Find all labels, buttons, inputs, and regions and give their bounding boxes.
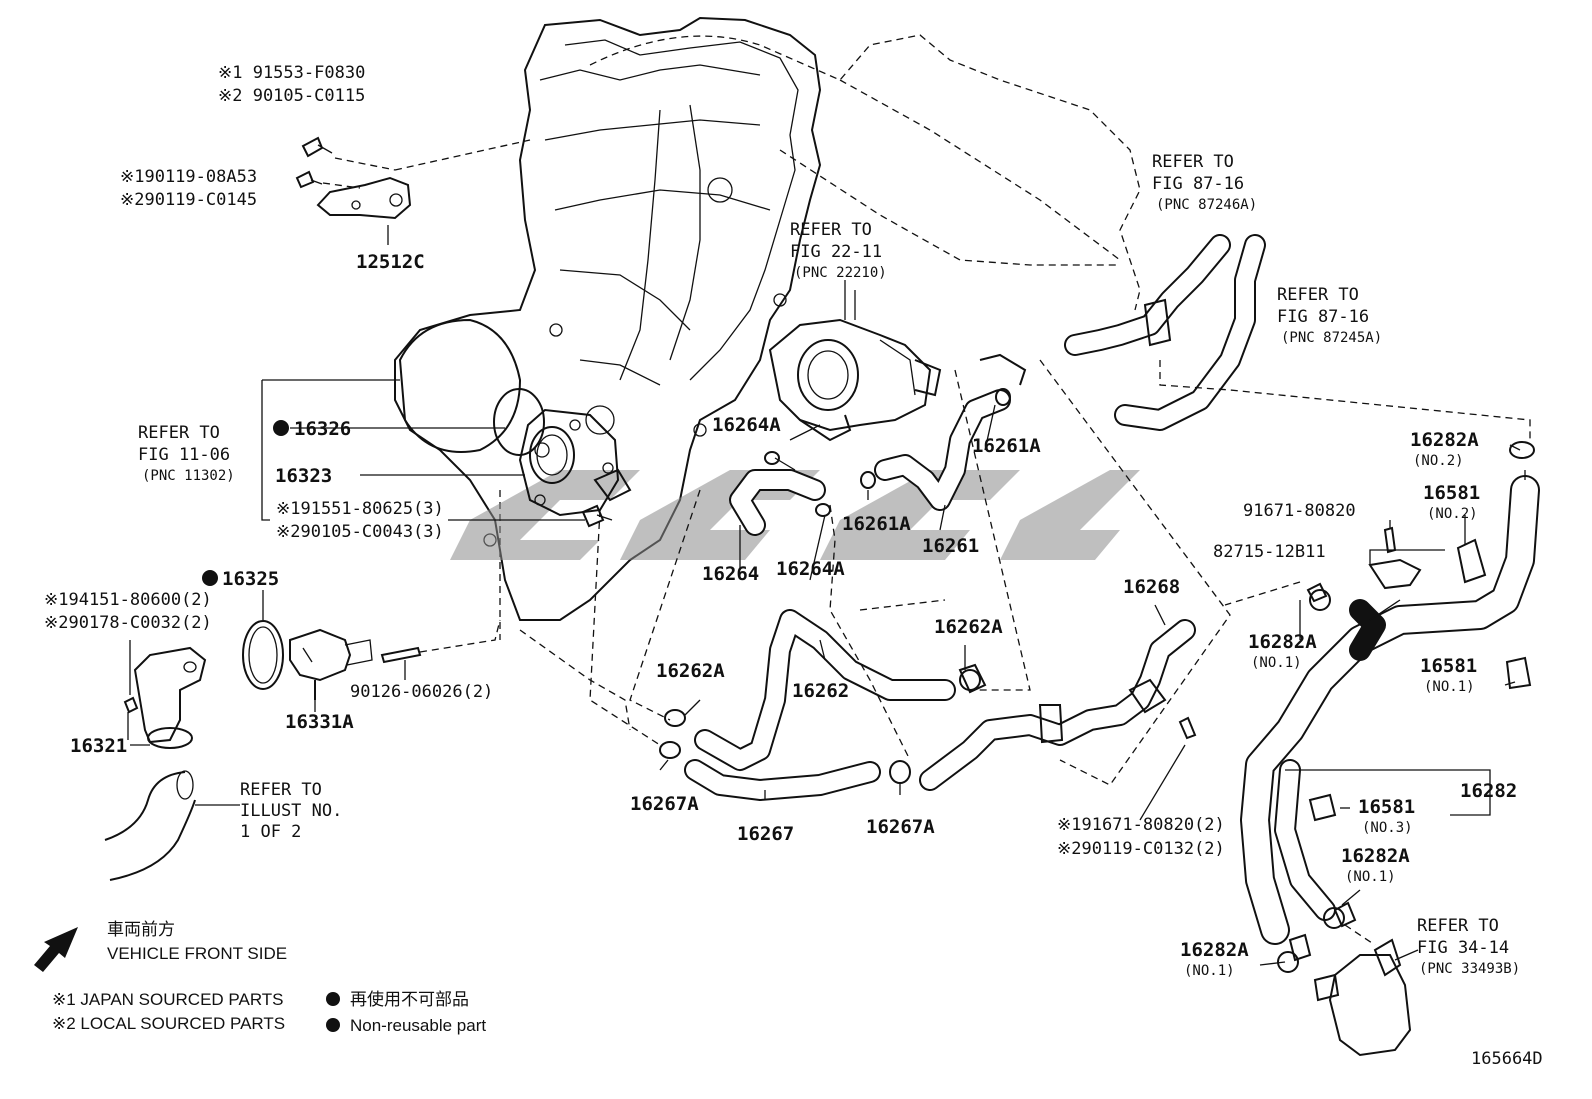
label-16581-no3: 16581 bbox=[1358, 796, 1415, 818]
label-ref-8716a-line2: FIG 87-16 bbox=[1152, 174, 1244, 194]
label-ref-3414-line3: (PNC 33493B) bbox=[1419, 961, 1520, 977]
label-16325: 16325 bbox=[222, 568, 279, 590]
timing-cover-outline bbox=[394, 16, 1141, 731]
water-inlet-housing bbox=[493, 388, 632, 528]
label-16282a-no1-mid-sub: (NO.1) bbox=[1251, 655, 1302, 671]
label-ref-8716b-line1: REFER TO bbox=[1277, 285, 1359, 305]
label-16331a: 16331A bbox=[285, 711, 354, 733]
label-16262a-right: 16262A bbox=[934, 616, 1003, 638]
label-ref-1106-line1: REFER TO bbox=[138, 423, 220, 443]
label-90105-c0043: ※290105-C0043(3) bbox=[276, 522, 444, 542]
label-ref-8716a-line3: (PNC 87246A) bbox=[1156, 197, 1257, 213]
legend-front-jp: 車両前方 bbox=[107, 920, 175, 939]
legend-nonreuse-jp: 再使用不可部品 bbox=[350, 989, 469, 1009]
bracket-12512c bbox=[295, 136, 531, 245]
label-16581-no1: 16581 bbox=[1420, 655, 1477, 677]
label-90119-c0132: ※290119-C0132(2) bbox=[1057, 839, 1225, 859]
legend: 車両前方 VEHICLE FRONT SIDE ※1 JAPAN SOURCED… bbox=[34, 920, 486, 1035]
watermark bbox=[450, 470, 1140, 560]
label-16262: 16262 bbox=[792, 680, 849, 702]
label-91551-80625: ※191551-80625(3) bbox=[276, 499, 444, 519]
label-16282a-no1-low: 16282A bbox=[1341, 845, 1410, 867]
label-82715-12b11: 82715-12B11 bbox=[1213, 542, 1326, 562]
label-16321: 16321 bbox=[70, 735, 127, 757]
legend-nonreuse-en: Non-reusable part bbox=[350, 1016, 486, 1035]
label-16262a-left: 16262A bbox=[656, 660, 725, 682]
label-ref-illust-line3: 1 OF 2 bbox=[240, 822, 301, 842]
label-16282a-no1-mid: 16282A bbox=[1248, 631, 1317, 653]
heater-hoses-top bbox=[1064, 234, 1531, 440]
legend-front-en: VEHICLE FRONT SIDE bbox=[107, 944, 287, 963]
hose-16264 bbox=[729, 451, 831, 536]
non-reusable-dot-icon bbox=[202, 570, 218, 586]
label-16581-no3-sub: (NO.3) bbox=[1362, 820, 1413, 836]
label-ref-illust-line2: ILLUST NO. bbox=[240, 801, 342, 821]
label-94151-80600: ※194151-80600(2) bbox=[44, 590, 212, 610]
label-16581-no2-sub: (NO.2) bbox=[1427, 506, 1478, 522]
label-ref-2211-line3: (PNC 22210) bbox=[794, 265, 887, 281]
oil-cooler bbox=[1313, 924, 1412, 1057]
label-16267: 16267 bbox=[737, 823, 794, 845]
label-16282a-no1-bot-sub: (NO.1) bbox=[1184, 963, 1235, 979]
label-ref-2211-line1: REFER TO bbox=[790, 220, 872, 240]
legend-japan-sourced: ※1 JAPAN SOURCED PARTS bbox=[52, 990, 284, 1009]
non-reusable-dot-icon bbox=[326, 1018, 340, 1032]
label-ref-1106-line3: (PNC 11302) bbox=[142, 468, 235, 484]
hose-16268 bbox=[919, 619, 1197, 791]
label-ref-8716b-line3: (PNC 87245A) bbox=[1281, 330, 1382, 346]
label-90119-c0145: ※290119-C0145 bbox=[120, 190, 257, 210]
label-ref-3414-line2: FIG 34-14 bbox=[1417, 938, 1509, 958]
label-16326: 16326 bbox=[294, 418, 351, 440]
non-reusable-dot-icon bbox=[326, 992, 340, 1006]
label-ref-2211-line2: FIG 22-11 bbox=[790, 242, 882, 262]
label-16267a-right: 16267A bbox=[866, 816, 935, 838]
label-91671-80820-2: ※191671-80820(2) bbox=[1057, 815, 1225, 835]
label-16268: 16268 bbox=[1123, 576, 1180, 598]
label-ref-3414-line1: REFER TO bbox=[1417, 916, 1499, 936]
label-90126-06026: 90126-06026(2) bbox=[350, 682, 493, 702]
label-16264a-lower: 16264A bbox=[776, 558, 845, 580]
clamps bbox=[959, 589, 1345, 973]
label-16264: 16264 bbox=[702, 563, 759, 585]
label-16323: 16323 bbox=[275, 465, 332, 487]
label-16282a-no2-sub: (NO.2) bbox=[1413, 453, 1464, 469]
label-16581-no1-sub: (NO.1) bbox=[1424, 679, 1475, 695]
label-ref-illust-line1: REFER TO bbox=[240, 780, 322, 800]
dashed-groups bbox=[589, 359, 1231, 786]
label-ref-8716b-line2: FIG 87-16 bbox=[1277, 307, 1369, 327]
throttle-body bbox=[768, 280, 942, 442]
label-16581-no2: 16581 bbox=[1423, 482, 1480, 504]
label-12512c: 12512C bbox=[356, 251, 425, 273]
non-reusable-dot-icon bbox=[273, 420, 289, 436]
label-91671-80820: 91671-80820 bbox=[1243, 501, 1356, 521]
label-16282a-no2: 16282A bbox=[1410, 429, 1479, 451]
hose-16261 bbox=[860, 353, 1027, 511]
label-16282a-no1-low-sub: (NO.1) bbox=[1345, 869, 1396, 885]
label-ref-1106-line2: FIG 11-06 bbox=[138, 445, 230, 465]
label-90178-c0032: ※290178-C0032(2) bbox=[44, 613, 212, 633]
label-91553-f0830: ※1 91553-F0830 bbox=[218, 63, 365, 83]
label-16282a-no1-bot: 16282A bbox=[1180, 939, 1249, 961]
label-16261a-lower: 16261A bbox=[842, 513, 911, 535]
legend-local-sourced: ※2 LOCAL SOURCED PARTS bbox=[52, 1014, 285, 1033]
label-16264a-upper: 16264A bbox=[712, 414, 781, 436]
thermostat-group bbox=[123, 619, 501, 749]
diagram-id: 165664D bbox=[1471, 1049, 1543, 1069]
radiator-hose-stub bbox=[104, 770, 240, 881]
label-16261: 16261 bbox=[922, 535, 979, 557]
label-90119-08a53: ※190119-08A53 bbox=[120, 167, 257, 187]
label-16261a-upper: 16261A bbox=[972, 435, 1041, 457]
callout-labels: ※1 91553-F0830 ※2 90105-C0115 ※190119-08… bbox=[44, 63, 1543, 1069]
label-90105-c0115: ※2 90105-C0115 bbox=[218, 86, 365, 106]
vehicle-front-arrow-icon bbox=[34, 927, 78, 972]
hose-16267 bbox=[659, 709, 911, 801]
bypass-pipe-16282 bbox=[1224, 441, 1540, 962]
label-16267a-left: 16267A bbox=[630, 793, 699, 815]
label-ref-8716a-line1: REFER TO bbox=[1152, 152, 1234, 172]
leader-lines bbox=[129, 290, 1526, 966]
label-16282: 16282 bbox=[1460, 780, 1517, 802]
